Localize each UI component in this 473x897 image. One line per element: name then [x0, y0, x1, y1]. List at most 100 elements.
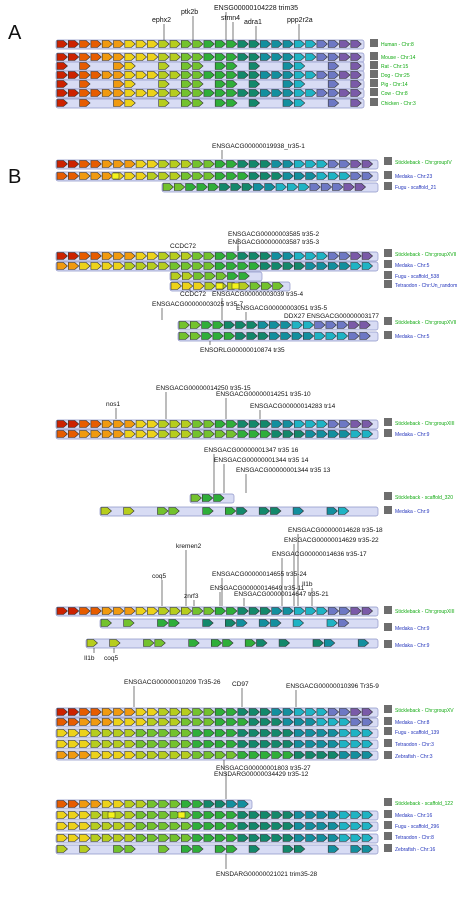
- gene-arrow: [316, 740, 328, 748]
- gene-arrow: [327, 729, 340, 737]
- gene-arrow: [327, 845, 340, 853]
- gene-arrow: [282, 262, 294, 270]
- species-label: Stickleback - Chr:groupXVII: [395, 252, 456, 258]
- species-label: Fugu - scaffold_139: [395, 730, 439, 736]
- gene-arrow: [260, 89, 272, 97]
- species-label-icon: [384, 821, 392, 829]
- gene-arrow: [230, 183, 242, 191]
- gene-arrow: [169, 740, 181, 748]
- gene-arrow: [79, 262, 91, 270]
- gene-arrow: [214, 430, 227, 438]
- gene-arrow: [244, 639, 257, 647]
- gene-arrow: [237, 89, 249, 97]
- gene-arrow: [56, 800, 68, 808]
- gene-arrow: [162, 183, 174, 191]
- gene-arrow: [157, 507, 169, 515]
- panel-letter-b: B: [8, 166, 22, 188]
- gene-arrow: [182, 282, 194, 290]
- species-label: Stickleback - Chr:groupIV: [395, 160, 452, 166]
- gene-arrow: [305, 708, 317, 716]
- gene-arrow: [181, 160, 193, 168]
- gene-arrow: [192, 834, 204, 842]
- gene-arrow: [90, 40, 102, 48]
- gene-arrow: [56, 607, 68, 615]
- gene-arrow: [237, 740, 249, 748]
- gene-arrow: [169, 834, 181, 842]
- gene-arrow: [214, 800, 227, 808]
- gene-label: stmn4: [221, 15, 240, 22]
- gene-arrow: [90, 607, 102, 615]
- gene-arrow: [68, 751, 80, 759]
- gene-arrow: [226, 430, 238, 438]
- gene-arrow: [56, 62, 68, 70]
- gene-arrow: [339, 834, 351, 842]
- species-label: Medaka - Chr:23: [395, 174, 432, 180]
- species-label-icon: [384, 260, 392, 268]
- gene-arrow: [158, 834, 170, 842]
- gene-arrow: [294, 834, 306, 842]
- gene-arrow: [192, 800, 204, 808]
- species-label-icon: [384, 331, 392, 339]
- species-label: Medaka - Chr:5: [395, 334, 430, 340]
- gene-arrow: [158, 89, 170, 97]
- gene-arrow: [226, 708, 238, 716]
- gene-arrow: [316, 53, 328, 61]
- gene-arrow: [227, 272, 239, 280]
- gene-arrow: [79, 160, 91, 168]
- species-label-icon: [384, 271, 392, 279]
- gene-arrow: [158, 172, 170, 180]
- gene-arrow: [68, 53, 80, 61]
- gene-arrow: [339, 708, 351, 716]
- species-label-icon: [384, 739, 392, 747]
- gene-arrow: [237, 252, 249, 260]
- gene-arrow: [271, 172, 283, 180]
- gene-arrow: [124, 751, 136, 759]
- gene-arrow: [325, 332, 337, 340]
- gene-label: ENSGACG00000014283 tr14: [250, 403, 336, 410]
- gene-label: znrf3: [184, 593, 199, 600]
- gene-arrow: [237, 800, 249, 808]
- highlight-gene: [231, 282, 240, 290]
- gene-arrow: [316, 160, 328, 168]
- gene-arrow: [170, 282, 182, 290]
- species-label: Medaka - Chr:9: [395, 432, 430, 438]
- gene-label: DDX27 ENSGACG00000003177: [284, 313, 379, 320]
- gene-arrow: [113, 53, 125, 61]
- gene-arrow: [248, 845, 261, 853]
- highlight-gene: [177, 811, 186, 819]
- gene-arrow: [158, 811, 170, 819]
- gene-arrow: [124, 800, 136, 808]
- gene-arrow: [316, 718, 328, 726]
- gene-arrow: [170, 272, 182, 280]
- gene-arrow: [192, 80, 204, 88]
- gene-arrow: [68, 718, 80, 726]
- gene-arrow: [68, 740, 80, 748]
- gene-arrow: [56, 40, 68, 48]
- gene-arrow: [192, 262, 204, 270]
- species-label-icon: [370, 79, 378, 87]
- gene-arrow: [169, 53, 181, 61]
- gene-arrow: [158, 822, 170, 830]
- gene-arrow: [305, 420, 317, 428]
- gene-arrow: [90, 420, 102, 428]
- gene-label: ENSGACG00000010396 Tr35-9: [286, 683, 379, 690]
- gene-arrow: [135, 834, 148, 842]
- gene-arrow: [147, 822, 159, 830]
- gene-arrow: [338, 507, 350, 515]
- gene-label: ENSGACG00000010209 Tr35-26: [124, 679, 221, 686]
- gene-label: CD97: [232, 681, 249, 688]
- gene-arrow: [143, 639, 155, 647]
- gene-arrow: [169, 160, 181, 168]
- gene-arrow: [101, 420, 114, 428]
- gene-arrow: [339, 89, 351, 97]
- species-label: Stickleback - scaffold_320: [395, 495, 453, 501]
- species-label-icon: [384, 844, 392, 852]
- gene-arrow: [79, 751, 91, 759]
- gene-arrow: [294, 822, 306, 830]
- species-label-icon: [384, 506, 392, 514]
- gene-arrow: [327, 80, 340, 88]
- gene-arrow: [192, 845, 204, 853]
- gene-arrow: [271, 718, 283, 726]
- gene-arrow: [203, 53, 215, 61]
- gene-arrow: [56, 708, 68, 716]
